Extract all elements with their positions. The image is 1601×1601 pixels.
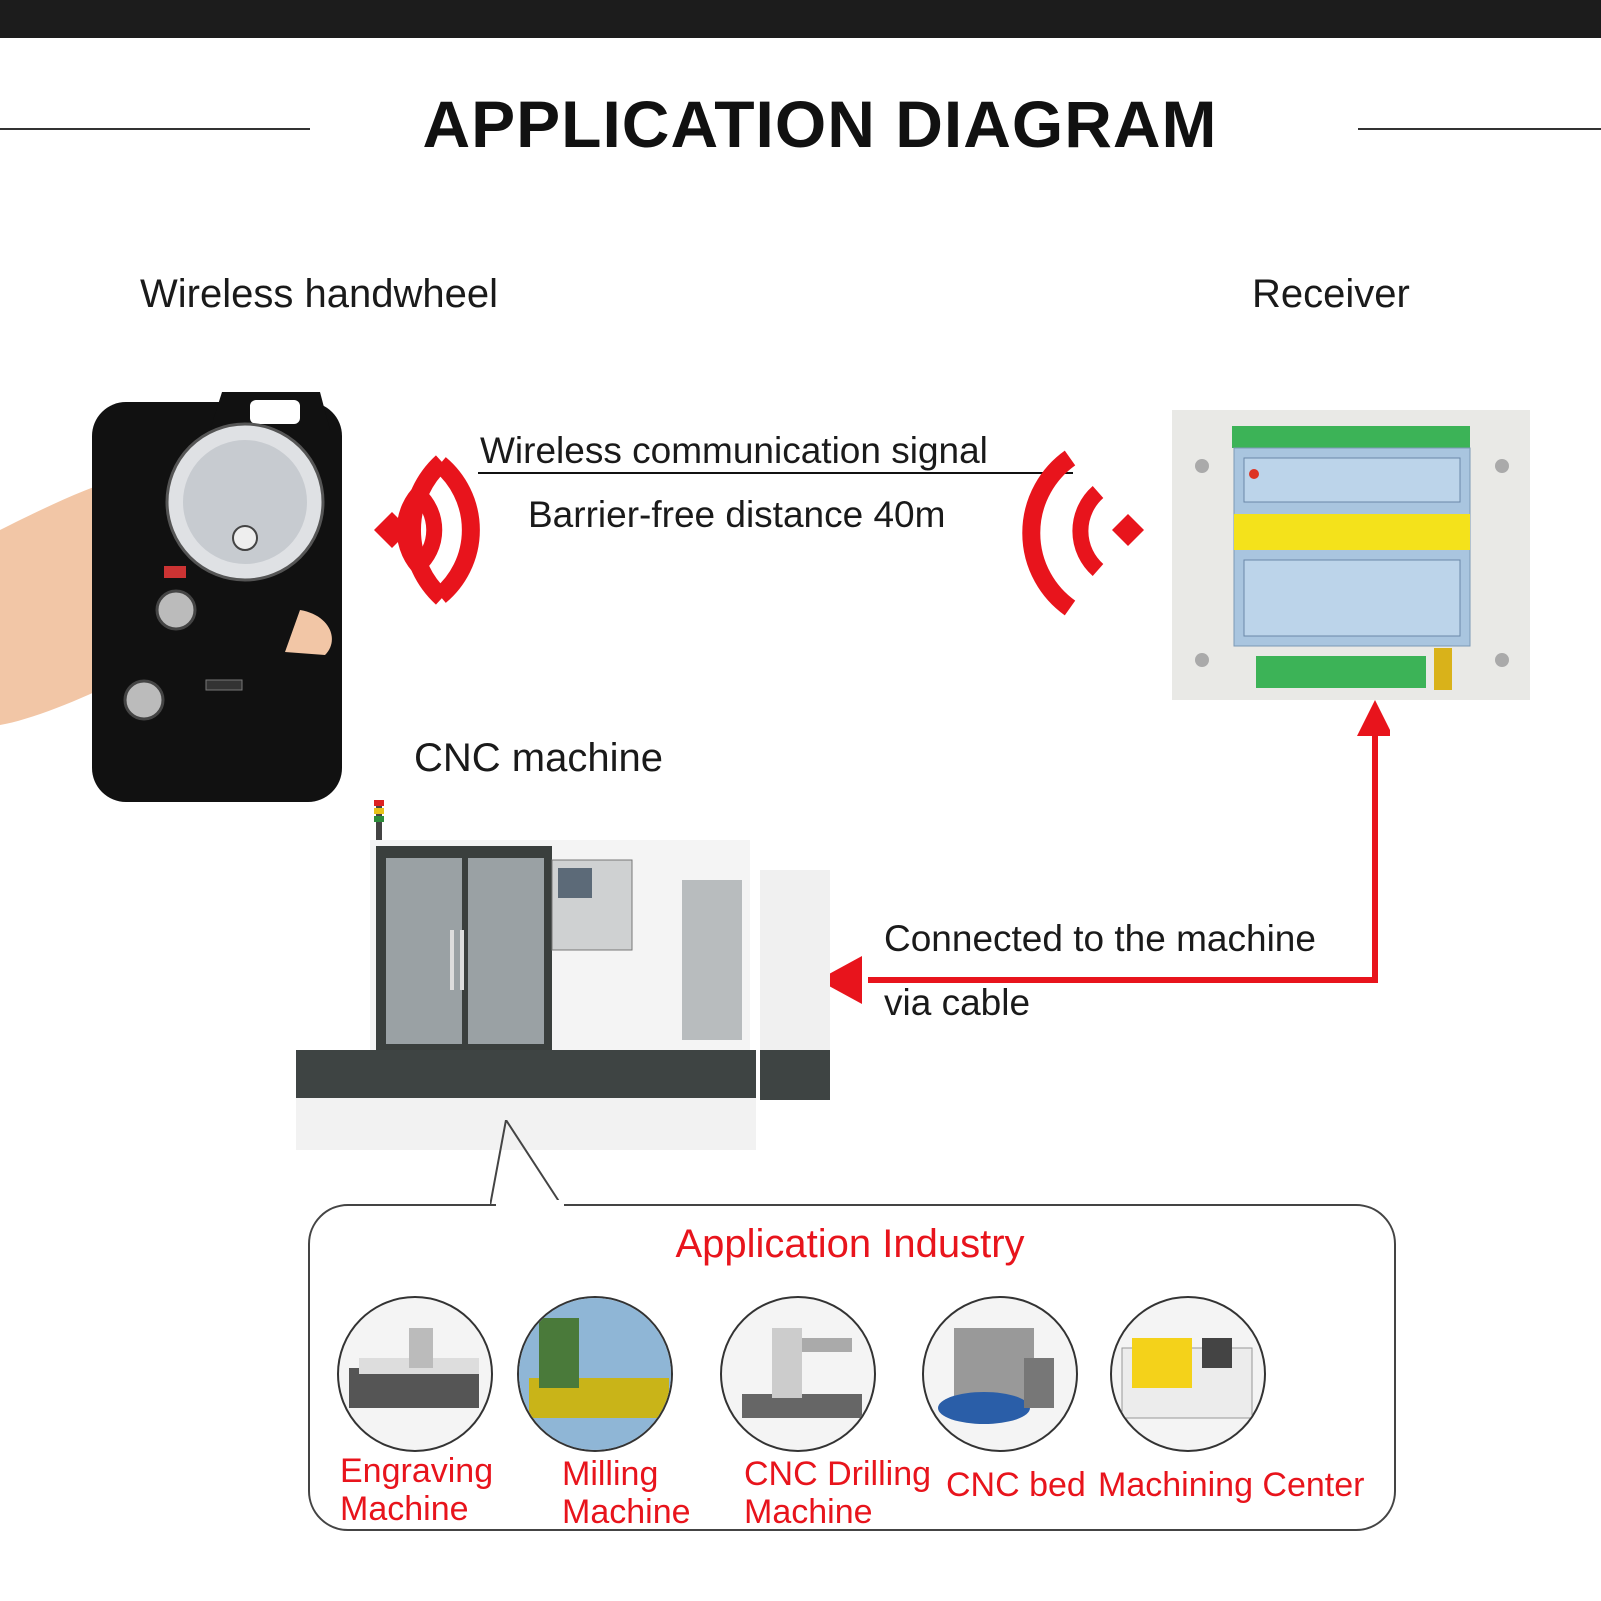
industry-label-engraving: Engraving Machine — [340, 1452, 494, 1528]
receiver-label: Receiver — [1252, 272, 1410, 316]
wireless-signal-left-arcs — [412, 457, 480, 603]
cnc-drilling-machine-image — [720, 1296, 876, 1452]
industry-label-milling: Milling Machine — [562, 1455, 691, 1531]
engraving-machine-image — [337, 1296, 493, 1452]
title-rule-left — [0, 128, 310, 130]
arrow-up-icon — [1357, 700, 1390, 736]
machining-center-image — [1110, 1296, 1266, 1452]
distance-label: Barrier-free distance 40m — [528, 494, 946, 535]
connected-label-line2: via cable — [884, 982, 1031, 1023]
cable-connection-arrow — [818, 700, 1390, 1004]
application-industry-title: Application Industry — [675, 1222, 1025, 1266]
industry-label-cnc-drilling: CNC Drilling Machine — [744, 1455, 932, 1531]
connected-label-line1: Connected to the machine — [884, 918, 1316, 959]
industry-label-cnc-bed: CNC bed — [946, 1466, 1086, 1504]
page-title: APPLICATION DIAGRAM — [422, 87, 1218, 161]
arrow-left-icon — [818, 956, 862, 1004]
bubble-pointer-gap — [496, 1200, 564, 1208]
industry-label-machining-center: Machining Center — [1098, 1466, 1365, 1504]
receiver-image — [1172, 410, 1530, 700]
milling-machine-image — [517, 1296, 673, 1452]
cnc-machine-image — [296, 800, 830, 1150]
top-bar — [0, 0, 1601, 38]
wireless-signal-icon — [1022, 450, 1144, 616]
wireless-handwheel-image — [0, 392, 342, 802]
title-rule-right — [1358, 128, 1601, 130]
handwheel-label: Wireless handwheel — [140, 272, 498, 316]
signal-label: Wireless communication signal — [480, 430, 988, 471]
cnc-bed-image — [922, 1296, 1078, 1452]
cnc-machine-label: CNC machine — [414, 736, 663, 780]
bubble-pointer — [490, 1120, 563, 1207]
signal-underline — [478, 472, 1073, 474]
